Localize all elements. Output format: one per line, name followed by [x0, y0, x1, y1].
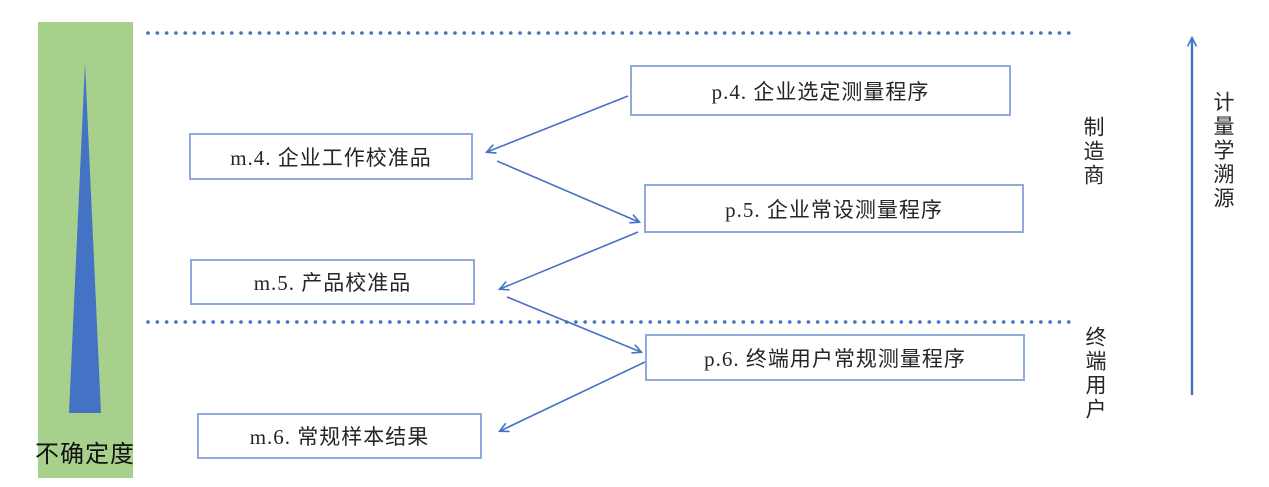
box-p5-standing-procedure: p.5. 企业常设测量程序 — [644, 184, 1024, 233]
box-m6-label: m.6. 常规样本结果 — [249, 425, 430, 449]
arrow-p6-to-m6 — [500, 361, 646, 431]
manufacturer-label: 制造商 — [1081, 116, 1105, 188]
arrow-m4-to-p5 — [496, 160, 639, 222]
box-p4-label: p.4. 企业选定测量程序 — [711, 79, 930, 104]
box-m6-routine-sample-result: m.6. 常规样本结果 — [197, 413, 482, 459]
uncertainty-axis-label: 不确定度 — [35, 442, 135, 468]
box-m5-product-calibrator: m.5. 产品校准品 — [190, 259, 475, 305]
box-m4-label: m.4. 企业工作校准品 — [230, 145, 432, 170]
arrow-p5-to-m5 — [500, 231, 639, 289]
uncertainty-triangle-icon — [69, 63, 101, 413]
end-user-label: 终端用户 — [1083, 326, 1107, 422]
arrow-m5-to-p6 — [506, 296, 641, 352]
arrow-p4-to-m4 — [487, 95, 629, 152]
metrological-traceability-label: 计量学溯源 — [1211, 91, 1235, 211]
box-p6-label: p.6. 终端用户常规测量程序 — [704, 346, 966, 371]
box-m4-working-calibrator: m.4. 企业工作校准品 — [189, 133, 473, 180]
box-p4-enterprise-selected-procedure: p.4. 企业选定测量程序 — [630, 65, 1011, 116]
box-m5-label: m.5. 产品校准品 — [253, 271, 412, 295]
box-p5-label: p.5. 企业常设测量程序 — [725, 197, 943, 222]
box-p6-end-user-routine-procedure: p.6. 终端用户常规测量程序 — [645, 334, 1025, 381]
